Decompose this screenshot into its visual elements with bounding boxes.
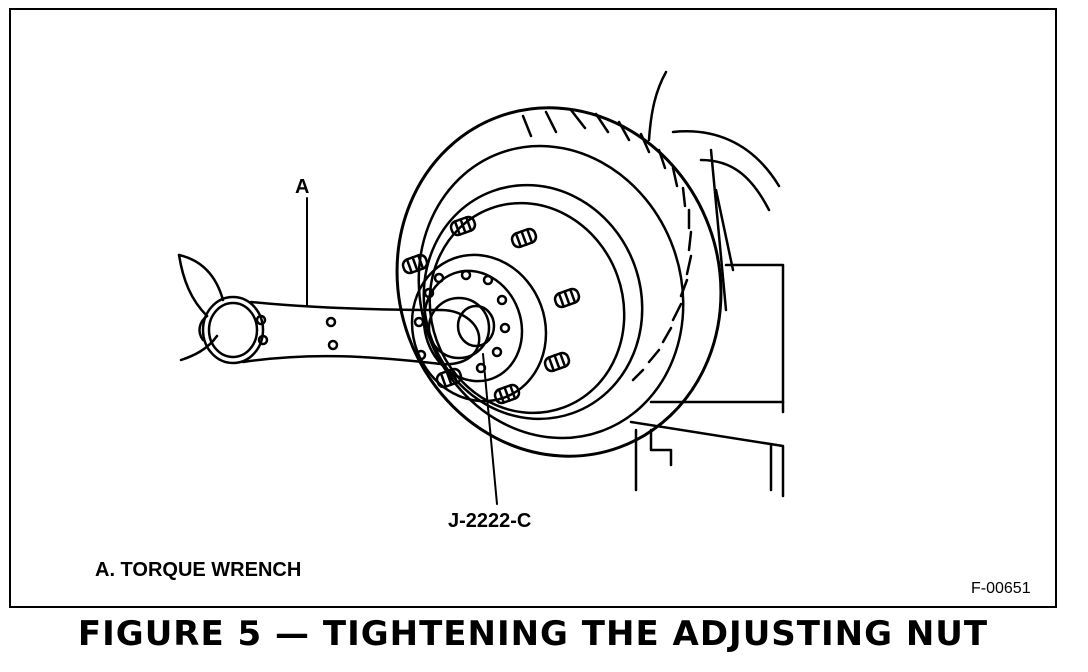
hand [177, 253, 225, 362]
legend-item-torque-wrench: A. TORQUE WRENCH [95, 559, 302, 581]
torque-wrench [201, 295, 496, 366]
brake-drum [422, 183, 644, 421]
hub [410, 253, 548, 403]
vehicle-body [629, 70, 785, 498]
wheel-studs [401, 215, 581, 405]
tire [395, 106, 723, 458]
callout-tool-label: J-2222-C [448, 510, 532, 532]
figure-frame: A J-2222-C A. TORQUE WRENCH F-00651 [9, 8, 1057, 608]
figure-caption: FIGURE 5 — TIGHTENING THE ADJUSTING NUT [77, 614, 989, 654]
callout-a-label: A [295, 176, 310, 198]
leader-lines [306, 197, 498, 505]
wheel-hub-illustration [177, 70, 785, 505]
figure-code: F-00651 [971, 580, 1031, 597]
